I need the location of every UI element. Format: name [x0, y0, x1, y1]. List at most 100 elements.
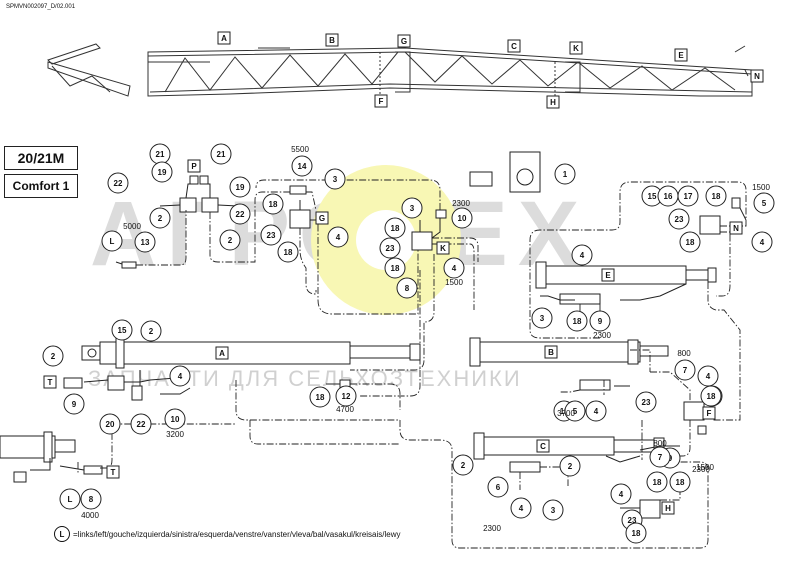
svg-text:11: 11 — [560, 407, 569, 416]
svg-text:9: 9 — [598, 317, 603, 326]
hose-length-label: 800 — [653, 439, 667, 448]
valve-block-g — [289, 209, 311, 229]
cylinder-left-partial — [0, 431, 76, 463]
boom-section-label: C — [507, 39, 521, 53]
part-number-callout: L — [59, 488, 81, 510]
svg-text:18: 18 — [391, 224, 400, 233]
part-number-callout: 3 — [542, 499, 564, 521]
hose-length-label: 1500 — [752, 183, 770, 192]
boom-section-label: A — [217, 31, 231, 45]
svg-text:G: G — [319, 214, 325, 223]
part-number-callout: 5 — [753, 192, 775, 214]
part-number-callout: 16 — [657, 185, 679, 207]
group-label: H — [661, 501, 675, 515]
part-number-callout: 7 — [649, 446, 671, 468]
svg-text:K: K — [573, 44, 579, 53]
part-number-callout: 4 — [751, 231, 773, 253]
part-number-callout: 3 — [531, 307, 553, 329]
part-number-callout: 19 — [151, 161, 173, 183]
svg-text:2: 2 — [149, 327, 154, 336]
svg-text:4: 4 — [580, 251, 585, 260]
boom-section-label: F — [374, 94, 388, 108]
cylinder-e — [535, 261, 717, 289]
part-number-callout: 10 — [451, 207, 473, 229]
part-number-callout: 4 — [443, 257, 465, 279]
part-number-callout: 14 — [291, 155, 313, 177]
svg-text:18: 18 — [712, 192, 721, 201]
svg-text:4: 4 — [760, 238, 765, 247]
valve-block-h — [639, 499, 661, 519]
svg-text:3: 3 — [551, 506, 556, 515]
part-number-callout: 18 — [384, 257, 406, 279]
group-label: N — [729, 221, 743, 235]
boom-section-label: E — [674, 48, 688, 62]
model-subtitle: Comfort 1 — [4, 174, 78, 198]
svg-text:P: P — [191, 162, 197, 171]
svg-text:18: 18 — [573, 317, 582, 326]
part-number-callout: 22 — [229, 203, 251, 225]
svg-text:4: 4 — [519, 504, 524, 513]
part-number-callout: 13 — [134, 231, 156, 253]
hose-length-label: 4700 — [336, 405, 354, 414]
svg-text:F: F — [707, 409, 712, 418]
valve-block-k — [411, 231, 433, 251]
part-number-callout: 10 — [164, 408, 186, 430]
part-number-callout: 18 — [262, 193, 284, 215]
legend-text: =links/left/gouche/izquierda/sinistra/es… — [73, 529, 401, 539]
part-number-callout: 18 — [705, 185, 727, 207]
hose-length-label: 800 — [677, 349, 691, 358]
part-number-callout: 8 — [80, 488, 102, 510]
svg-text:H: H — [665, 504, 671, 513]
part-number-callout: 7 — [674, 359, 696, 381]
svg-text:A: A — [219, 349, 225, 358]
part-number-callout: L — [101, 230, 123, 252]
svg-text:T: T — [48, 378, 53, 387]
part-number-callout: 18 — [625, 522, 647, 544]
svg-text:13: 13 — [141, 238, 150, 247]
boom-section-label: K — [569, 41, 583, 55]
hose-length-label: 4000 — [81, 511, 99, 520]
valve-blocks — [13, 151, 741, 519]
model-title: 20/21M — [4, 146, 78, 170]
svg-text:2: 2 — [228, 236, 233, 245]
svg-text:10: 10 — [458, 214, 467, 223]
svg-text:23: 23 — [386, 244, 395, 253]
part-number-callout: 18 — [384, 217, 406, 239]
svg-text:3: 3 — [410, 204, 415, 213]
hose-length-label: 1500 — [696, 463, 714, 472]
part-number-callout: 4 — [327, 226, 349, 248]
hose-length-label: 2300 — [452, 199, 470, 208]
legend: L =links/left/gouche/izquierda/sinistra/… — [54, 526, 401, 542]
svg-text:9: 9 — [72, 400, 77, 409]
svg-text:2: 2 — [461, 461, 466, 470]
svg-text:17: 17 — [684, 192, 693, 201]
part-number-callout: 3 — [324, 168, 346, 190]
svg-text:22: 22 — [236, 210, 245, 219]
svg-text:18: 18 — [391, 264, 400, 273]
part-number-callout: 18 — [277, 241, 299, 263]
group-label: T — [106, 465, 120, 479]
part-number-callout: 12 — [335, 385, 357, 407]
part-number-callout: 22 — [107, 172, 129, 194]
part-number-callout: 2 — [140, 320, 162, 342]
svg-text:N: N — [754, 72, 760, 81]
valve-block-n — [699, 215, 721, 235]
svg-text:7: 7 — [658, 453, 663, 462]
svg-text:T: T — [111, 468, 116, 477]
svg-text:14: 14 — [298, 162, 307, 171]
svg-text:20: 20 — [106, 420, 115, 429]
svg-text:8: 8 — [405, 284, 410, 293]
svg-text:E: E — [605, 271, 611, 280]
hose-length-label: 5000 — [123, 222, 141, 231]
svg-text:3: 3 — [540, 314, 545, 323]
part-number-callout: 9 — [63, 393, 85, 415]
svg-text:2: 2 — [158, 214, 163, 223]
svg-text:22: 22 — [114, 179, 123, 188]
part-number-callout: 4 — [697, 365, 719, 387]
valve-block-f — [683, 401, 705, 421]
part-number-callout: 18 — [669, 471, 691, 493]
svg-text:N: N — [733, 224, 739, 233]
svg-text:4: 4 — [452, 264, 457, 273]
boom-overview — [47, 43, 753, 108]
